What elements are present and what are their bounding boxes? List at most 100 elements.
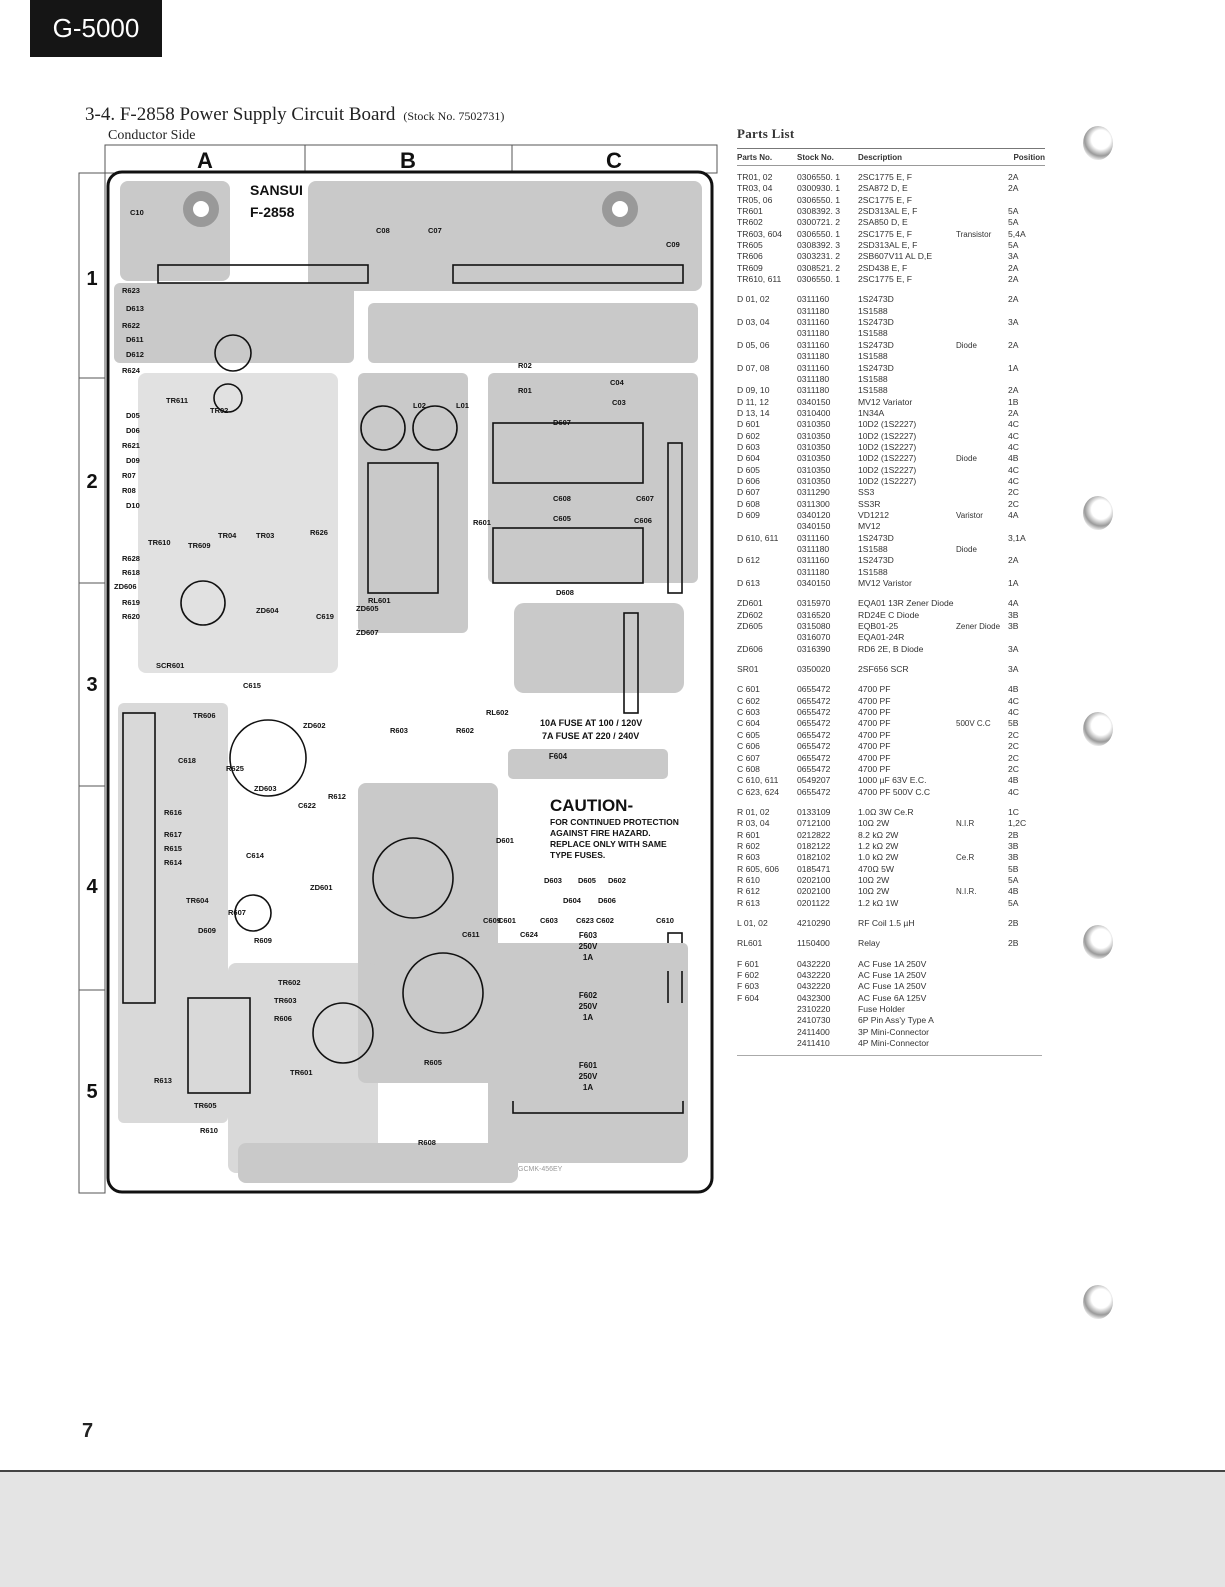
- component-label: R612: [328, 792, 346, 801]
- description: 10D2 (1S2227): [858, 464, 917, 475]
- part-number: D 09, 10: [737, 385, 770, 396]
- stock-number: 0432220: [797, 981, 831, 992]
- position: [1008, 959, 1045, 970]
- part-number: TR602: [737, 217, 763, 228]
- component-label: ZD602: [303, 721, 326, 730]
- position: 4C: [1008, 707, 1019, 718]
- group-note: [956, 598, 1008, 609]
- fuse-label: F601: [579, 1061, 598, 1070]
- board-code: GCMK-456EY: [518, 1166, 563, 1173]
- description: 2SF656 SCR: [858, 664, 909, 675]
- fuse-label: F603: [579, 931, 598, 940]
- punch-hole: [1083, 925, 1113, 959]
- part-number: L 01, 02: [737, 917, 768, 928]
- column-label: B: [400, 148, 416, 173]
- description: 1S2473D: [858, 555, 894, 566]
- board-model: F-2858: [250, 204, 295, 220]
- stock-number: 0311180: [797, 566, 830, 577]
- stock-number: 0316070: [797, 632, 831, 643]
- stock-number: 0340150: [797, 396, 831, 407]
- position: 2C: [1008, 729, 1019, 740]
- component-label: D608: [556, 588, 574, 597]
- part-number: R 613: [737, 897, 760, 908]
- component-label: R624: [122, 366, 141, 375]
- stock-number: 0311160: [797, 339, 830, 350]
- position: 4C: [1008, 475, 1019, 486]
- description: 1.2 kΩ 1W: [858, 897, 899, 908]
- stock-number: 0311160: [797, 294, 830, 305]
- stock-number: 0308392. 3: [797, 206, 841, 217]
- description: SS3: [858, 487, 875, 498]
- position: 2A: [1008, 385, 1019, 396]
- group-note: [956, 918, 1008, 929]
- part-number: TR603, 604: [737, 228, 782, 239]
- component-label: R07: [122, 471, 136, 480]
- component-label: L02: [413, 401, 426, 410]
- stock-number: 0311180: [797, 385, 830, 396]
- component-label: TR605: [194, 1101, 217, 1110]
- stock-number: 0310350: [797, 475, 831, 486]
- component-label: C605: [553, 514, 571, 523]
- stock-number: 0306550. 1: [797, 172, 841, 182]
- component-label: TR609: [188, 541, 211, 550]
- position: [1008, 1038, 1045, 1049]
- position: [1008, 970, 1045, 981]
- component-label: C10: [130, 208, 144, 217]
- position: 2C: [1008, 752, 1019, 763]
- group-note: [956, 841, 1008, 852]
- position: 3B: [1008, 621, 1019, 632]
- part-number: [737, 632, 797, 643]
- stock-number: 0316390: [797, 643, 831, 654]
- group-note: [956, 328, 1008, 339]
- stock-number: 0655472: [797, 763, 831, 774]
- position: 4C: [1008, 464, 1019, 475]
- description: 2SD313AL E, F: [858, 206, 918, 217]
- row-label: 2: [86, 471, 97, 493]
- fuse-label: 1A: [583, 953, 593, 962]
- part-number: R 612: [737, 886, 760, 897]
- position: [1008, 1015, 1045, 1026]
- group-note: [956, 172, 1008, 183]
- stock-number: 0655472: [797, 707, 831, 718]
- group-note: [956, 753, 1008, 764]
- component-label: D05: [126, 411, 140, 420]
- caution-line: REPLACE ONLY WITH SAME: [550, 839, 667, 849]
- stock-number: 0308392. 3: [797, 240, 841, 251]
- stock-number: 0311290: [797, 487, 830, 498]
- component-label: ZD605: [356, 604, 379, 613]
- stock-number: 0311160: [797, 362, 830, 373]
- stock-number: (Stock No. 7502731): [403, 109, 505, 123]
- punch-hole: [1083, 1285, 1113, 1319]
- stock-number: 0310400: [797, 407, 831, 418]
- part-number: F 604: [737, 992, 759, 1003]
- group-note: [956, 217, 1008, 228]
- component-label: D604: [563, 896, 582, 905]
- group-note: [956, 730, 1008, 741]
- part-number: ZD606: [737, 643, 763, 654]
- part-number: D 609: [737, 509, 760, 520]
- description: 4700 PF: [858, 741, 891, 752]
- component-label: C607: [636, 494, 654, 503]
- position: 3A: [1008, 317, 1019, 328]
- group-note: [956, 787, 1008, 798]
- stock-number: 0311180: [797, 351, 830, 362]
- part-number: D 607: [737, 487, 760, 498]
- position: 2A: [1008, 555, 1019, 566]
- position: 2B: [1008, 917, 1019, 928]
- header-description: Description: [858, 153, 903, 162]
- component-label: R609: [254, 936, 272, 945]
- stock-number: 1150400: [797, 938, 830, 949]
- fuse-label: 250V: [579, 1002, 598, 1011]
- stock-number: 0655472: [797, 752, 831, 763]
- description: MV12 Varistor: [858, 578, 912, 589]
- stock-number: 0201122: [797, 897, 830, 908]
